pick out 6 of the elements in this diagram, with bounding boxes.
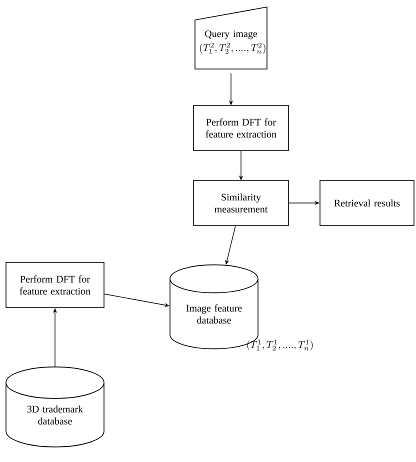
process-box: Perform DFT for feature extraction [193,105,289,151]
database-cylinder: 3D trademark database [6,366,104,448]
process-box: Retrieval results [320,180,414,226]
formula-label: $(T_1^1,T_2^1,....,T_n^1)$ [247,340,313,350]
process-box: Perform DFT for feature extraction [6,262,104,308]
process-box: Similarity measurement [193,180,289,226]
